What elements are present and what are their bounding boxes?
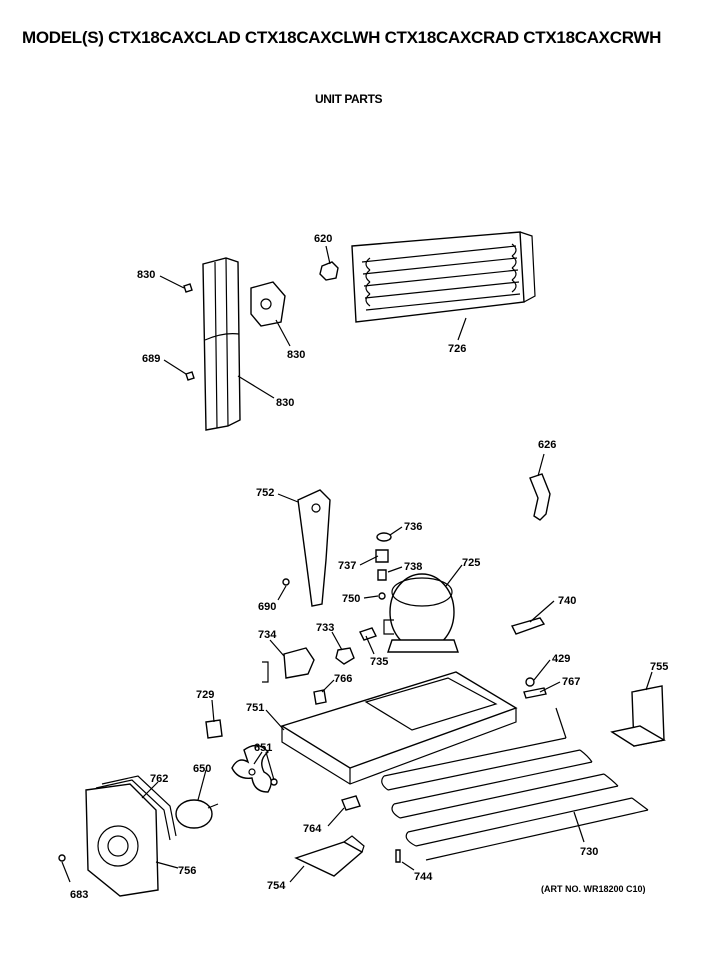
callout-429: 429 [552,653,570,665]
art-number: (ART NO. WR18200 C10) [541,884,646,894]
model-line: MODEL(S) CTX18CAXCLAD CTX18CAXCLWH CTX18… [22,28,662,47]
callout-729: 729 [196,689,214,701]
gasket-762-part[interactable] [95,775,177,841]
callout-690: 690 [258,601,276,613]
callout-725: 725 [462,557,480,569]
callout-650: 650 [193,763,211,775]
part-729[interactable] [205,719,223,739]
callout-683: 683 [70,889,88,901]
screw-689-part[interactable] [185,371,195,381]
part-737[interactable] [375,549,389,563]
callout-750: 750 [342,593,360,605]
callout-754: 754 [267,880,286,892]
compressor-part[interactable] [383,573,459,653]
base-pan-part[interactable] [280,671,518,785]
part-744[interactable] [395,849,401,863]
part-690[interactable] [282,578,290,586]
callout-755: 755 [650,661,668,673]
callout-651: 651 [254,742,272,754]
callout-labels: 620 726 830 830 830 689 626 752 736 737 … [70,233,668,901]
part-767[interactable] [523,687,547,699]
callout-830: 830 [137,269,155,281]
callout-752: 752 [256,487,274,499]
callout-738: 738 [404,561,422,573]
part-740[interactable] [510,617,546,635]
callout-830: 830 [276,397,294,409]
part-736[interactable] [376,532,392,542]
part-764[interactable] [341,795,361,811]
callout-689: 689 [142,353,160,365]
part-830-mount[interactable] [250,281,286,327]
callout-744: 744 [414,871,433,883]
shroud-756-part[interactable] [85,783,159,897]
part-735[interactable] [359,627,377,641]
callout-730: 730 [580,846,598,858]
drain-pan-754-part[interactable] [294,835,365,877]
evaporator-coil-part[interactable] [381,707,649,861]
callout-756: 756 [178,865,196,877]
part-750[interactable] [378,592,386,600]
callout-735: 735 [370,656,388,668]
callout-762: 762 [150,773,168,785]
callout-764: 764 [303,823,322,835]
callout-733: 733 [316,622,334,634]
section-title: UNIT PARTS [315,92,383,106]
callout-726: 726 [448,343,466,355]
leader-lines [61,245,653,883]
vertical-bracket-part[interactable] [202,257,241,431]
fan-motor-part[interactable] [175,799,219,829]
callout-767: 767 [562,676,580,688]
bracket-755-part[interactable] [610,685,666,747]
fan-blade-part[interactable] [231,744,272,793]
part-620-clamp[interactable] [319,261,339,281]
callout-830: 830 [287,349,305,361]
part-734[interactable] [262,647,315,683]
callout-626: 626 [538,439,556,451]
part-766[interactable] [313,689,327,705]
screw-830-part[interactable] [183,283,193,293]
callout-736: 736 [404,521,422,533]
condenser-part[interactable] [351,231,536,323]
part-733[interactable] [335,647,355,665]
part-738[interactable] [377,569,387,581]
part-429[interactable] [525,677,535,687]
callout-766: 766 [334,673,352,685]
callout-734: 734 [258,629,277,641]
callout-737: 737 [338,560,356,572]
bracket-752-part[interactable] [297,489,331,607]
callout-751: 751 [246,702,264,714]
callout-620: 620 [314,233,332,245]
part-683[interactable] [58,854,66,862]
part-626[interactable] [529,473,551,521]
callout-740: 740 [558,595,576,607]
